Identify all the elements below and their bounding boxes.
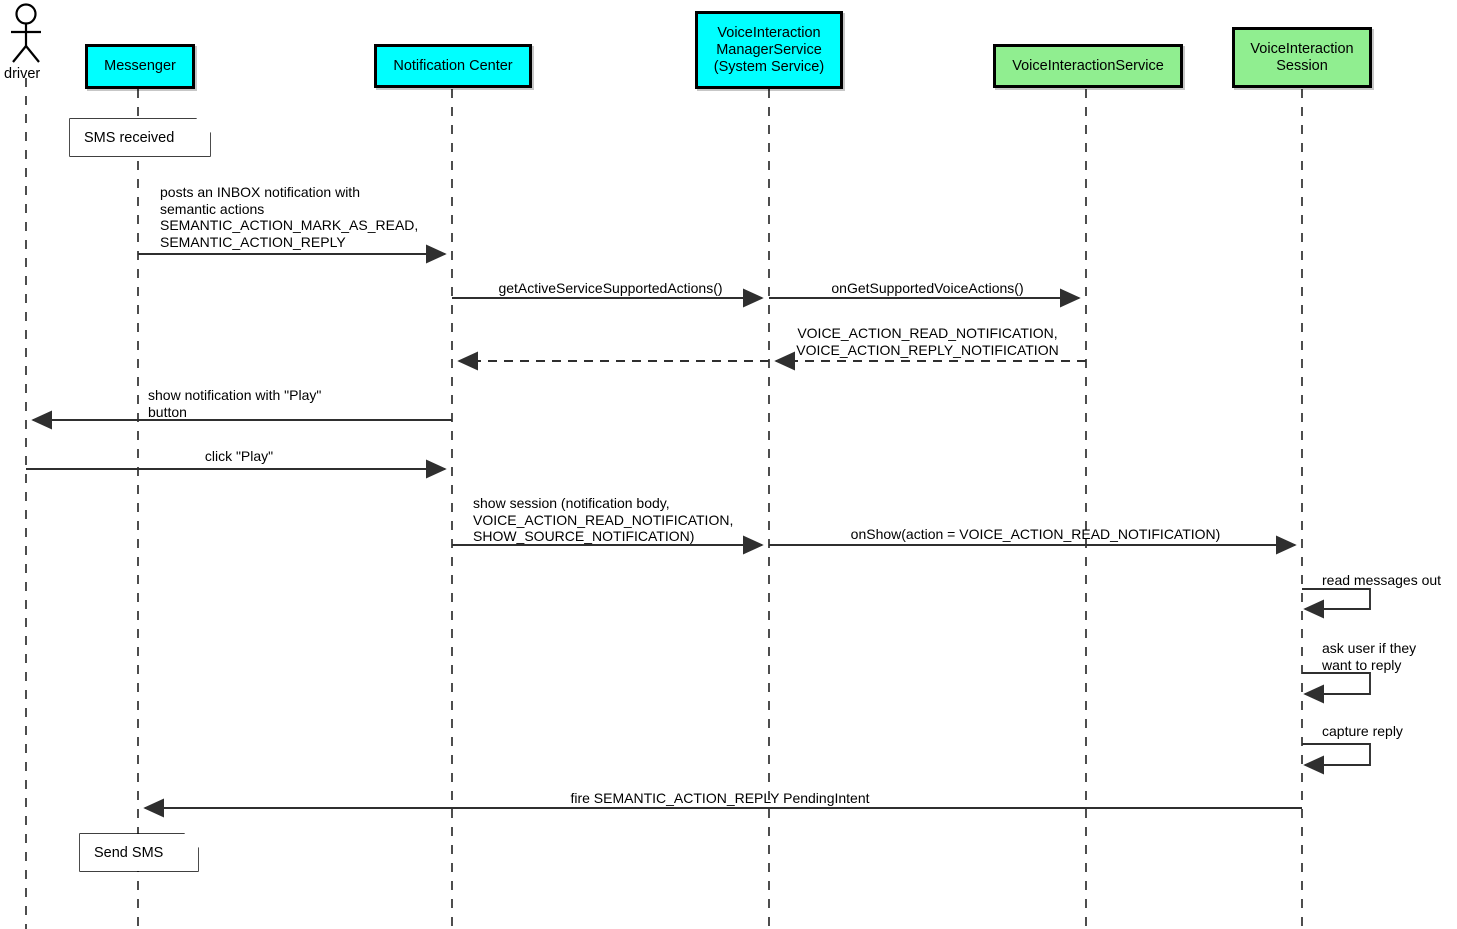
note-sms-received: SMS received — [70, 119, 210, 156]
lifelines-group — [25, 78, 1303, 929]
message-label-click-play: click "Play" — [204, 448, 274, 464]
actor-label-driver: driver — [4, 66, 41, 82]
message-label-show-notification: show notification with "Play" button — [148, 387, 322, 420]
message-label-voice-actions-return: VOICE_ACTION_READ_NOTIFICATION, VOICE_AC… — [796, 325, 1059, 358]
note-send-sms: Send SMS — [80, 834, 198, 871]
participant-box-voice-interaction-service[interactable]: VoiceInteractionService — [993, 44, 1183, 88]
note-send-sms-label: Send SMS — [94, 844, 164, 861]
participant-box-messenger[interactable]: Messenger — [85, 44, 195, 89]
message-label-post-notification: posts an INBOX notification with semanti… — [160, 184, 419, 250]
message-label-fire-pending-intent: fire SEMANTIC_ACTION_REPLY PendingIntent — [570, 790, 870, 806]
note-sms-received-label: SMS received — [84, 129, 175, 146]
message-label-on-get-supported-voice-actions: onGetSupportedVoiceActions() — [831, 280, 1024, 296]
self-messages-group — [1302, 588, 1371, 775]
participant-box-notification-center[interactable]: Notification Center — [374, 44, 532, 88]
actor-driver-icon — [11, 3, 41, 63]
self-message-label-capture-reply: capture reply — [1322, 723, 1403, 739]
self-message-label-read-messages-out: read messages out — [1322, 572, 1442, 588]
participant-box-voice-interaction-session[interactable]: VoiceInteraction Session — [1232, 27, 1372, 88]
message-label-show-session: show session (notification body, VOICE_A… — [473, 495, 734, 544]
self-message-label-ask-user-reply: ask user if they want to reply — [1322, 640, 1417, 673]
message-label-get-active-service-supported-actions: getActiveServiceSupportedActions() — [498, 280, 723, 296]
self-message-ask-user-reply — [1302, 672, 1371, 704]
self-message-capture-reply — [1302, 743, 1371, 775]
messages-group — [26, 244, 1302, 818]
message-label-on-show: onShow(action = VOICE_ACTION_READ_NOTIFI… — [850, 526, 1221, 542]
participant-box-voice-interaction-manager-service[interactable]: VoiceInteraction ManagerService (System … — [695, 11, 843, 89]
self-message-read-messages-out — [1302, 588, 1371, 619]
